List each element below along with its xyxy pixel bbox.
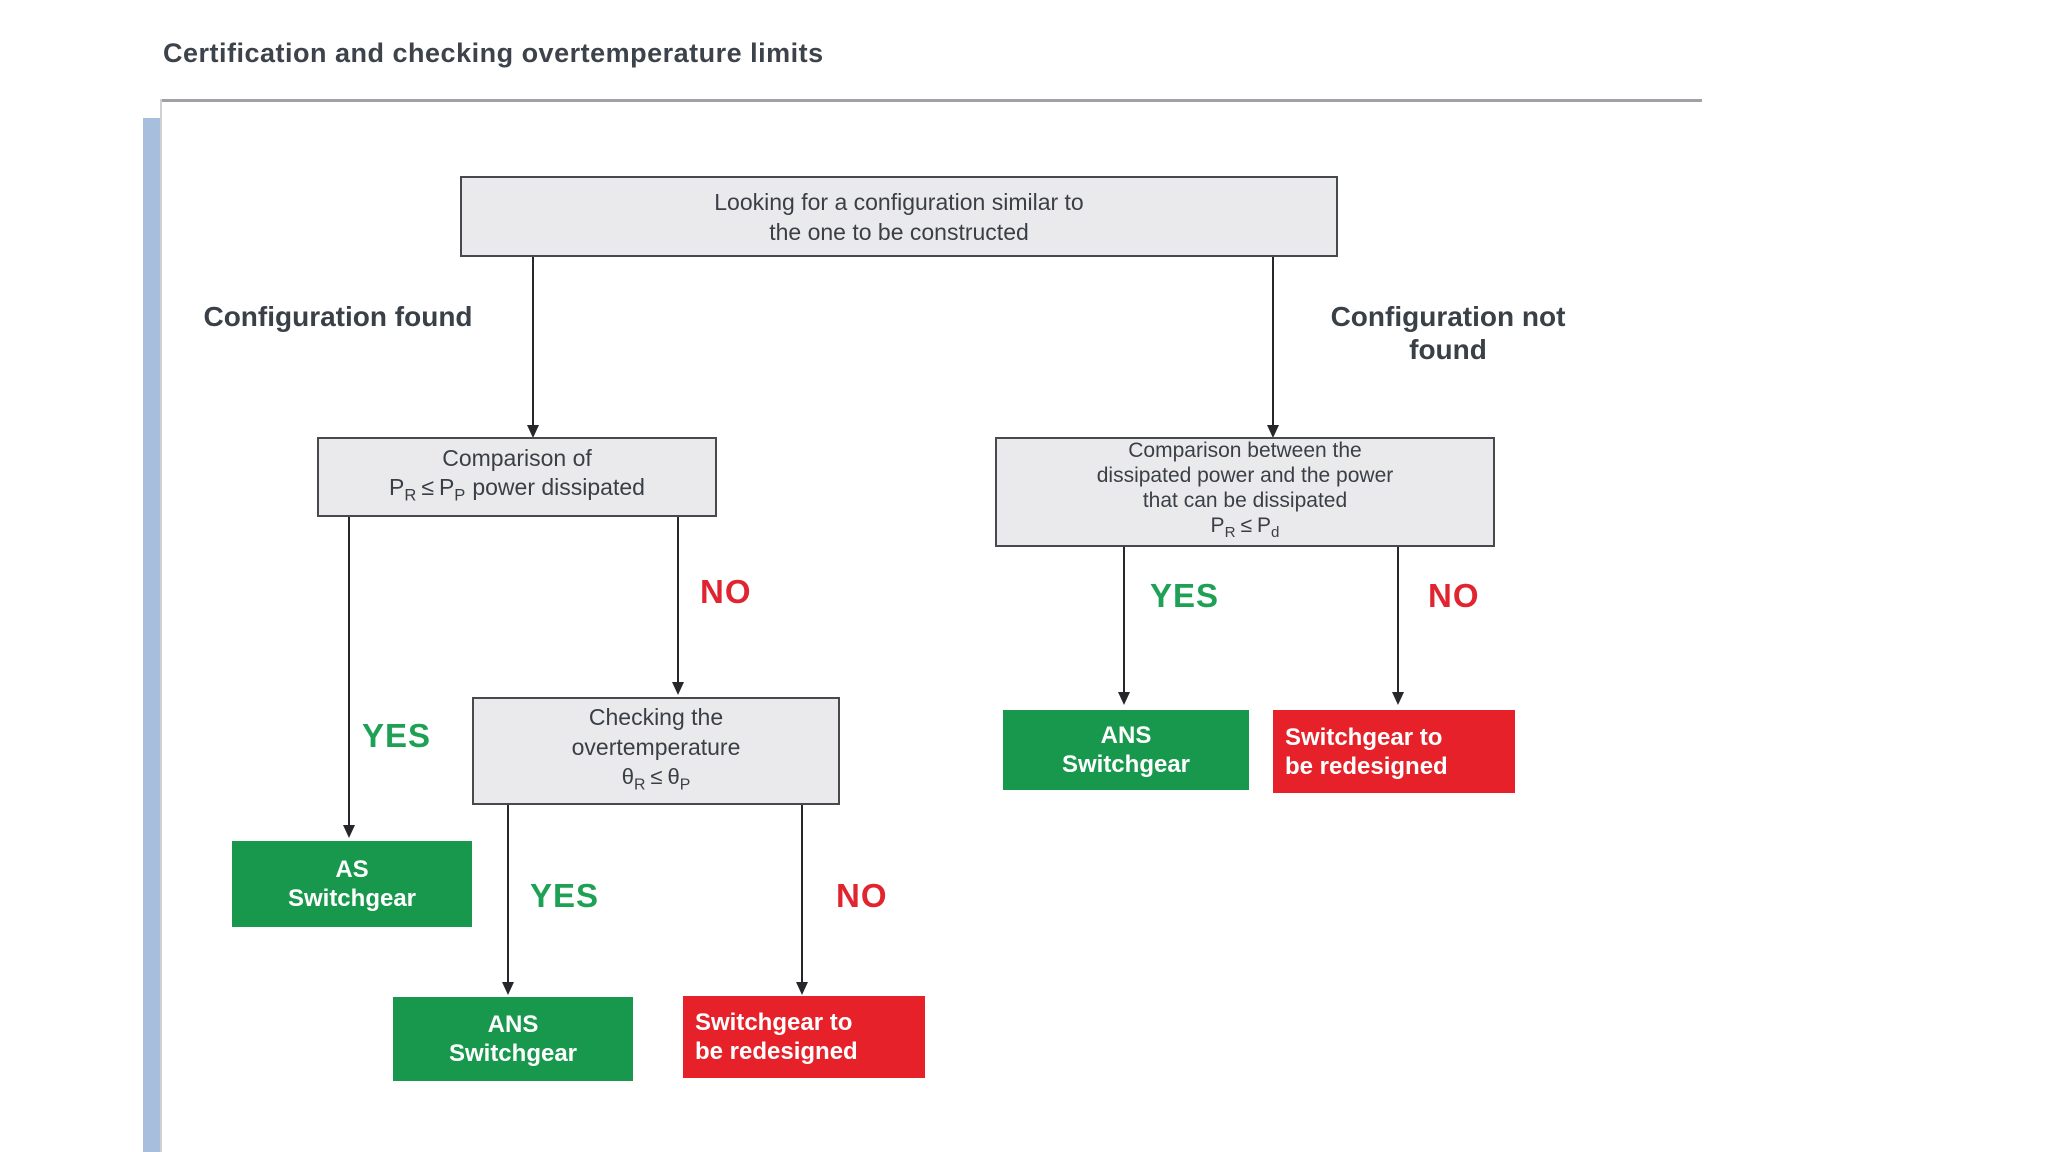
formula-operator: ≤ bbox=[421, 474, 434, 501]
node-text-line: Checking the bbox=[588, 703, 724, 730]
arrowhead-icon bbox=[672, 682, 684, 695]
arrowhead-icon bbox=[343, 825, 355, 838]
branch-label-configuration-not-found: Configuration not found bbox=[1308, 300, 1588, 366]
node-formula: PR≤Pd bbox=[1211, 513, 1280, 545]
outcome-text-line: Switchgear bbox=[287, 885, 417, 912]
arrowhead-icon bbox=[502, 982, 514, 995]
outcome-text-line: Switchgear to bbox=[695, 1009, 853, 1036]
outcome-as-switchgear: AS Switchgear bbox=[232, 841, 472, 927]
node-looking-for-configuration: Looking for a configuration similar to t… bbox=[460, 176, 1338, 257]
arrowhead-icon bbox=[1118, 692, 1130, 705]
arrowhead-icon bbox=[1267, 425, 1279, 438]
outcome-text-line: Switchgear to bbox=[1285, 723, 1443, 751]
page-title: Certification and checking overtemperatu… bbox=[163, 38, 824, 68]
formula-subscript: d bbox=[1271, 524, 1280, 542]
outcome-ans-switchgear: ANS Switchgear bbox=[1003, 710, 1249, 790]
decision-label-no: NO bbox=[836, 877, 888, 914]
arrow-line bbox=[348, 517, 350, 825]
outcome-text-line: Switchgear bbox=[1061, 751, 1191, 778]
node-text-line: Comparison between the bbox=[1128, 439, 1362, 463]
outcome-switchgear-redesigned: Switchgear to be redesigned bbox=[683, 996, 925, 1078]
node-comparison-dissipated-power: Comparison between the dissipated power … bbox=[995, 437, 1495, 547]
outcome-text-line: AS bbox=[335, 856, 369, 883]
accent-sidebar bbox=[143, 118, 160, 1152]
arrow-line bbox=[1397, 547, 1399, 692]
node-text-line: Comparison of bbox=[442, 445, 592, 472]
formula-subscript: R bbox=[633, 776, 646, 794]
arrow-line bbox=[801, 805, 803, 982]
decision-label-yes: YES bbox=[362, 717, 432, 754]
decision-label-no: NO bbox=[700, 573, 752, 610]
arrow-line bbox=[1272, 257, 1274, 425]
arrow-line bbox=[1123, 547, 1125, 692]
outcome-text-line: ANS bbox=[487, 1011, 539, 1038]
formula-operator: ≤ bbox=[650, 763, 663, 789]
arrow-line bbox=[677, 517, 679, 682]
node-formula: θR≤θP bbox=[622, 762, 691, 800]
node-text-line: overtemperature bbox=[571, 733, 741, 760]
formula-subscript: R bbox=[1224, 524, 1236, 542]
branch-label-line: Configuration bbox=[1330, 301, 1515, 332]
formula-symbol: θ bbox=[667, 763, 680, 789]
branch-label-line: not found bbox=[1409, 301, 1566, 365]
formula-symbol: P bbox=[389, 474, 405, 501]
node-text-line: the one to be constructed bbox=[769, 218, 1029, 245]
node-checking-overtemperature: Checking the overtemperature θR≤θP bbox=[472, 697, 840, 805]
outcome-text-line: be redesigned bbox=[695, 1038, 858, 1065]
formula-symbol: P bbox=[1210, 514, 1225, 538]
node-text-line: dissipated power and the power bbox=[1096, 464, 1394, 488]
outcome-text-line: ANS bbox=[1100, 722, 1152, 749]
decision-label-yes: YES bbox=[1150, 577, 1220, 614]
outcome-ans-switchgear: ANS Switchgear bbox=[393, 997, 633, 1081]
branch-label-line: Configuration bbox=[203, 301, 387, 332]
formula-symbol: P bbox=[1257, 514, 1272, 538]
panel-top-border bbox=[160, 99, 1702, 102]
node-text-line: Looking for a configuration similar to bbox=[714, 188, 1084, 215]
arrowhead-icon bbox=[1392, 692, 1404, 705]
node-text-line: that can be dissipated bbox=[1142, 489, 1348, 513]
arrowhead-icon bbox=[796, 982, 808, 995]
formula-subscript: R bbox=[404, 485, 417, 505]
formula-subscript: P bbox=[679, 776, 691, 794]
formula-operator: ≤ bbox=[1240, 514, 1253, 538]
outcome-text-line: Switchgear bbox=[448, 1040, 578, 1067]
decision-label-yes: YES bbox=[530, 877, 600, 914]
formula-subscript: P bbox=[454, 485, 466, 505]
branch-label-configuration-found: Configuration found bbox=[198, 300, 478, 333]
formula-tail: power dissipated bbox=[472, 474, 645, 501]
arrow-line bbox=[532, 257, 534, 425]
outcome-text-line: be redesigned bbox=[1285, 752, 1448, 780]
arrow-line bbox=[507, 805, 509, 982]
formula-symbol: θ bbox=[621, 763, 634, 789]
panel-left-border bbox=[160, 99, 162, 1152]
arrowhead-icon bbox=[527, 425, 539, 438]
formula-symbol: P bbox=[438, 474, 455, 501]
branch-label-line: found bbox=[394, 301, 473, 332]
outcome-switchgear-redesigned: Switchgear to be redesigned bbox=[1273, 710, 1515, 793]
decision-label-no: NO bbox=[1428, 577, 1480, 614]
